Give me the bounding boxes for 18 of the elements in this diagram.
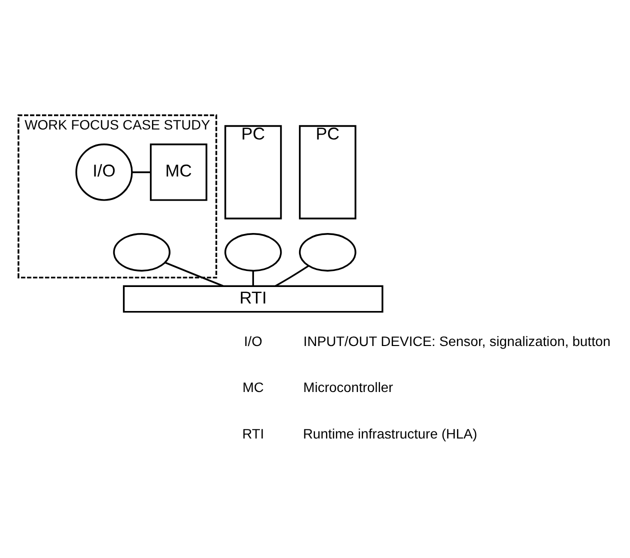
connector xyxy=(275,264,310,286)
node-ellipse xyxy=(298,232,356,272)
node-box: MC xyxy=(150,143,208,200)
node-box: PC xyxy=(298,124,356,219)
connector xyxy=(164,261,224,286)
node-ellipse xyxy=(224,232,282,272)
node-box: PC xyxy=(224,124,282,219)
label: INPUT/OUT DEVICE: Sensor, signalization, button xyxy=(303,333,610,348)
label: MC xyxy=(242,380,264,395)
label: RTI xyxy=(242,426,264,441)
node-ellipse xyxy=(113,232,170,272)
connector xyxy=(132,170,151,173)
label: Microcontroller xyxy=(303,380,394,395)
connector xyxy=(252,270,254,286)
node-circle: I/O xyxy=(75,143,133,200)
label: I/O xyxy=(244,333,262,348)
node-box: RTI xyxy=(122,284,384,312)
label: Runtime infrastructure (HLA) xyxy=(303,426,478,441)
